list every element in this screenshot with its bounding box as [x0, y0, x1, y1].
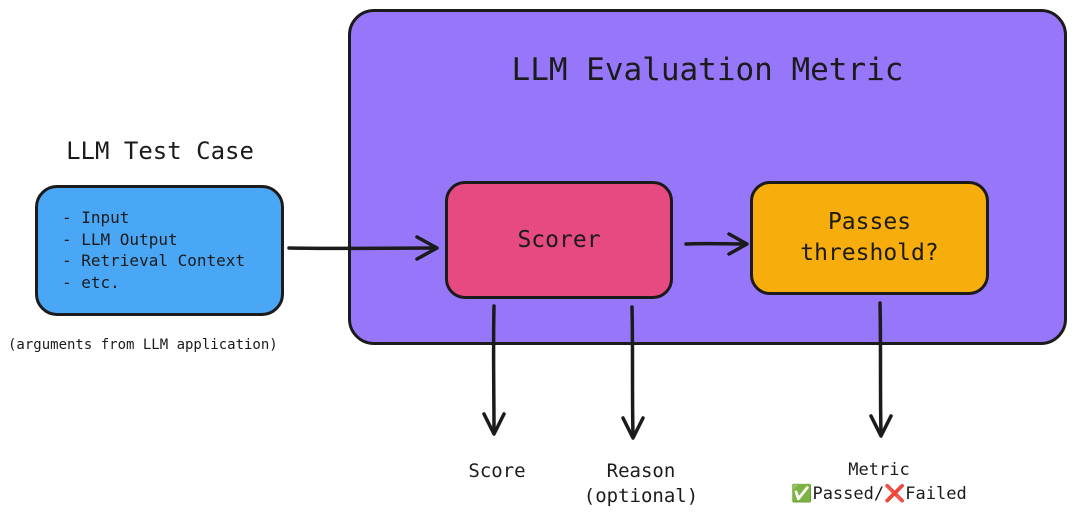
test-case-item: Retrieval Context	[62, 250, 245, 272]
test-case-note: (arguments from LLM application)	[8, 337, 278, 353]
scorer-box: Scorer	[445, 181, 673, 299]
passed-label: Passed	[812, 484, 874, 504]
status-separator: /	[873, 484, 885, 504]
failed-label: Failed	[905, 484, 967, 504]
test-case-item: Input	[62, 207, 245, 229]
output-reason: Reason (optional)	[567, 459, 715, 509]
output-metric-title: Metric	[848, 460, 910, 480]
test-case-item: etc.	[62, 272, 245, 294]
arrow-testcase-to-scorer	[287, 235, 439, 261]
output-reason-title: Reason	[606, 460, 676, 482]
output-score: Score	[468, 460, 526, 482]
arrow-scorer-to-score	[482, 304, 506, 436]
scorer-label: Scorer	[517, 227, 601, 253]
output-metric: Metric ✅Passed/❌Failed	[768, 458, 990, 506]
threshold-label: Passes threshold?	[800, 209, 939, 266]
threshold-box: Passes threshold?	[750, 181, 989, 295]
output-reason-optional: (optional)	[583, 485, 699, 507]
check-mark-icon: ✅	[791, 484, 813, 504]
test-case-list: Input LLM Output Retrieval Context etc.	[62, 207, 245, 293]
test-case-title: LLM Test Case	[66, 137, 254, 165]
cross-mark-icon: ❌	[884, 484, 906, 504]
arrow-threshold-to-metric	[869, 301, 893, 438]
output-metric-status: ✅Passed/❌Failed	[768, 482, 990, 506]
test-case-item: LLM Output	[62, 229, 245, 251]
arrow-scorer-to-threshold	[684, 232, 749, 256]
metric-panel-title: LLM Evaluation Metric	[511, 52, 904, 88]
arrow-scorer-to-reason	[621, 305, 645, 440]
